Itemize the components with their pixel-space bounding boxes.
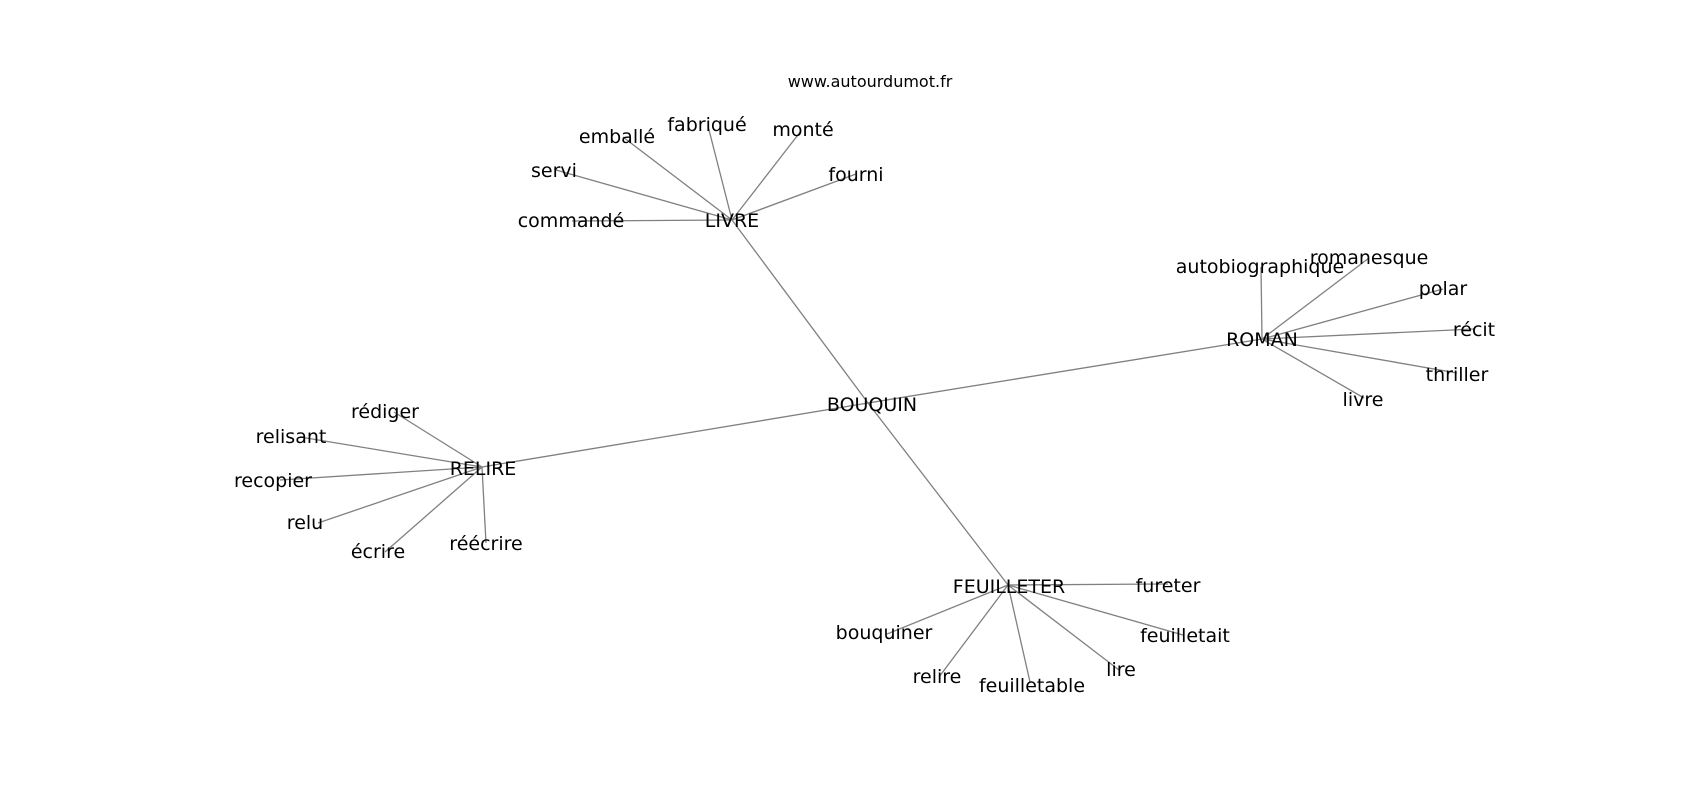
node-hub-feuilleter: FEUILLETER <box>953 576 1065 598</box>
node-leaf: relire <box>913 666 962 688</box>
edge-livre-emballe <box>622 136 733 221</box>
edge-feuilleter-feuilletait <box>1007 584 1184 636</box>
edge-relire-recopier <box>279 466 483 481</box>
node-hub-roman: ROMAN <box>1226 329 1298 351</box>
node-hub-relire: RELIRE <box>450 458 517 480</box>
edge-center-feuilleter <box>867 402 1009 586</box>
edge-relire-reecrire <box>481 466 487 544</box>
node-leaf: fabriqué <box>667 114 746 136</box>
edge-livre-fabrique <box>707 125 733 221</box>
edge-feuilleter-fureter <box>1007 583 1169 586</box>
node-leaf: bouquiner <box>836 622 933 644</box>
node-leaf: commandé <box>518 210 625 232</box>
edge-roman-polar <box>1261 288 1444 340</box>
node-leaf: autobiographique <box>1176 256 1344 278</box>
node-leaf: relu <box>287 512 323 534</box>
node-leaf: feuilletable <box>979 675 1085 697</box>
node-leaf: réécrire <box>449 533 522 555</box>
edge-roman-recit <box>1261 328 1475 340</box>
edge-roman-autobiographique <box>1260 266 1263 340</box>
node-leaf: recopier <box>234 470 312 492</box>
edge-relire-rediger <box>393 411 483 468</box>
edge-relire-relisant <box>299 436 483 468</box>
edge-feuilleter-relire <box>938 584 1009 678</box>
edge-roman-livre <box>1261 338 1365 399</box>
node-leaf: écrire <box>351 541 405 563</box>
edge-roman-thriller <box>1261 338 1458 374</box>
node-leaf: rédiger <box>351 401 419 423</box>
source-watermark: www.autourdumot.fr <box>788 72 953 91</box>
edge-feuilleter-lire <box>1007 584 1120 671</box>
node-leaf: feuilletait <box>1140 625 1230 647</box>
node-hub-livre: LIVRE <box>705 210 759 232</box>
edge-livre-fourni <box>731 173 857 221</box>
edge-livre-servi <box>555 169 733 221</box>
node-leaf: emballé <box>579 126 655 148</box>
node-leaf: monté <box>772 119 833 141</box>
node-leaf: récit <box>1453 319 1495 341</box>
node-leaf: servi <box>531 160 577 182</box>
edge-livre-monte <box>731 130 802 221</box>
edge-relire-ecrire <box>384 466 483 553</box>
edge-center-relire <box>481 402 869 468</box>
edge-center-livre <box>731 219 869 404</box>
edge-roman-romanesque <box>1261 257 1370 340</box>
edge-center-roman <box>867 338 1263 404</box>
edge-feuilleter-bouquiner <box>886 584 1009 635</box>
node-leaf: thriller <box>1426 364 1489 386</box>
node-leaf: livre <box>1343 389 1384 411</box>
node-leaf: relisant <box>256 426 327 448</box>
node-leaf: fureter <box>1136 575 1201 597</box>
node-leaf: polar <box>1419 278 1468 300</box>
node-leaf: fourni <box>828 164 883 186</box>
node-center: BOUQUIN <box>827 394 917 416</box>
edge-feuilleter-feuilletable <box>1007 584 1031 683</box>
edge-relire-relu <box>317 466 483 524</box>
edge-livre-commande <box>571 219 733 222</box>
node-leaf: romanesque <box>1310 247 1429 269</box>
node-leaf: lire <box>1106 659 1136 681</box>
